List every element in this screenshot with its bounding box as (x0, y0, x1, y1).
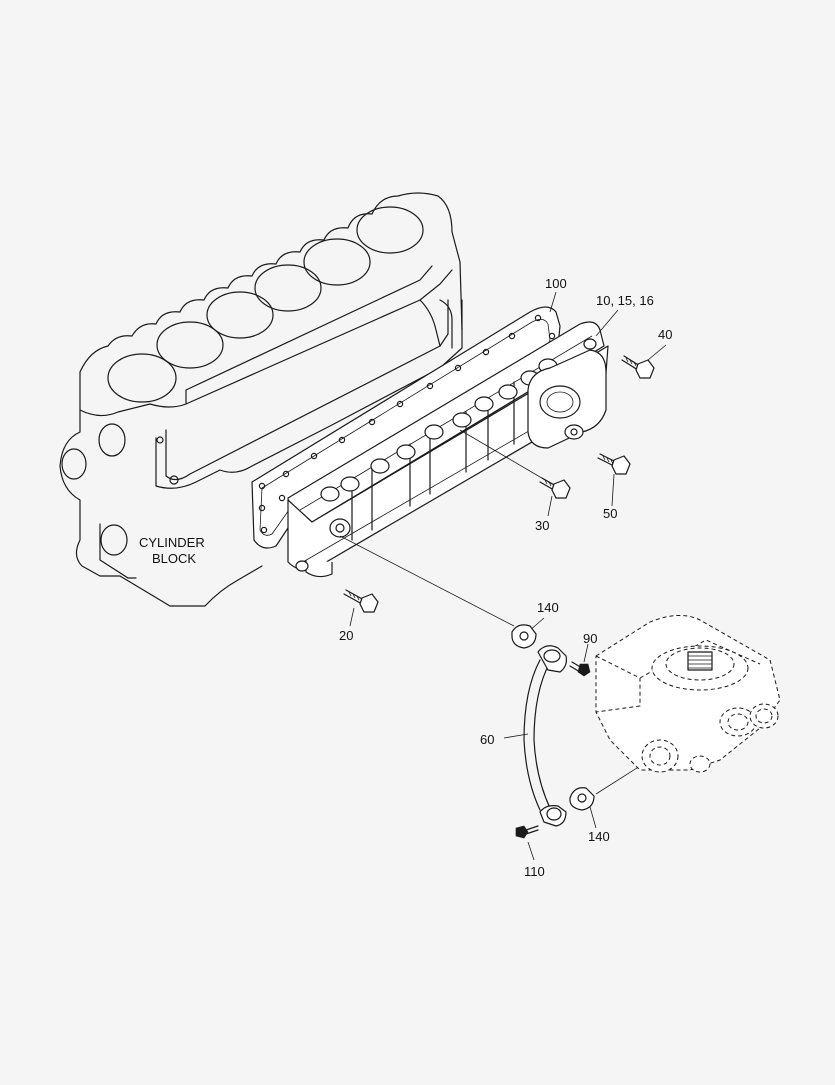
gasket-140-bottom (569, 787, 595, 811)
oil-cooler-housing (287, 321, 609, 578)
callout-110: 110 (524, 864, 545, 879)
callout-140-bottom: 140 (588, 829, 610, 844)
callout-40: 40 (658, 327, 673, 342)
cylinder-bore-3 (206, 291, 274, 339)
bolt-40 (621, 355, 655, 379)
gasket-140-top (511, 624, 537, 649)
cylinder-bore-4 (254, 264, 322, 312)
bolt-110 (515, 825, 539, 839)
cylinder-block-label-line2: BLOCK (152, 551, 197, 566)
cylinder-block-label-line1: CYLINDER (139, 535, 205, 550)
callout-30: 30 (535, 518, 550, 533)
adapter-threaded-nipple (687, 651, 713, 671)
bolt-50 (597, 453, 631, 475)
oil-tube (523, 645, 567, 827)
cylinder-bore-6 (356, 206, 424, 254)
callout-20: 20 (339, 628, 354, 643)
gasket-bolt-holes (258, 314, 556, 534)
bolt-90 (569, 661, 591, 677)
callout-50: 50 (603, 506, 618, 521)
cylinder-bore-5 (303, 238, 371, 286)
callout-90: 90 (583, 631, 598, 646)
callout-140-top: 140 (537, 600, 559, 615)
bolt-30 (539, 477, 571, 499)
cylinder-block-label: CYLINDER BLOCK (139, 535, 205, 567)
cylinder-bore-2 (156, 321, 224, 369)
filter-adapter-reference (595, 615, 781, 773)
callout-100: 100 (545, 276, 567, 291)
housing-bosses (320, 358, 558, 502)
bolt-20 (343, 589, 379, 613)
callout-10-15-16: 10, 15, 16 (596, 293, 654, 308)
callout-60: 60 (480, 732, 495, 747)
cylinder-bore-1 (107, 353, 177, 403)
cylinder-block (59, 192, 463, 607)
